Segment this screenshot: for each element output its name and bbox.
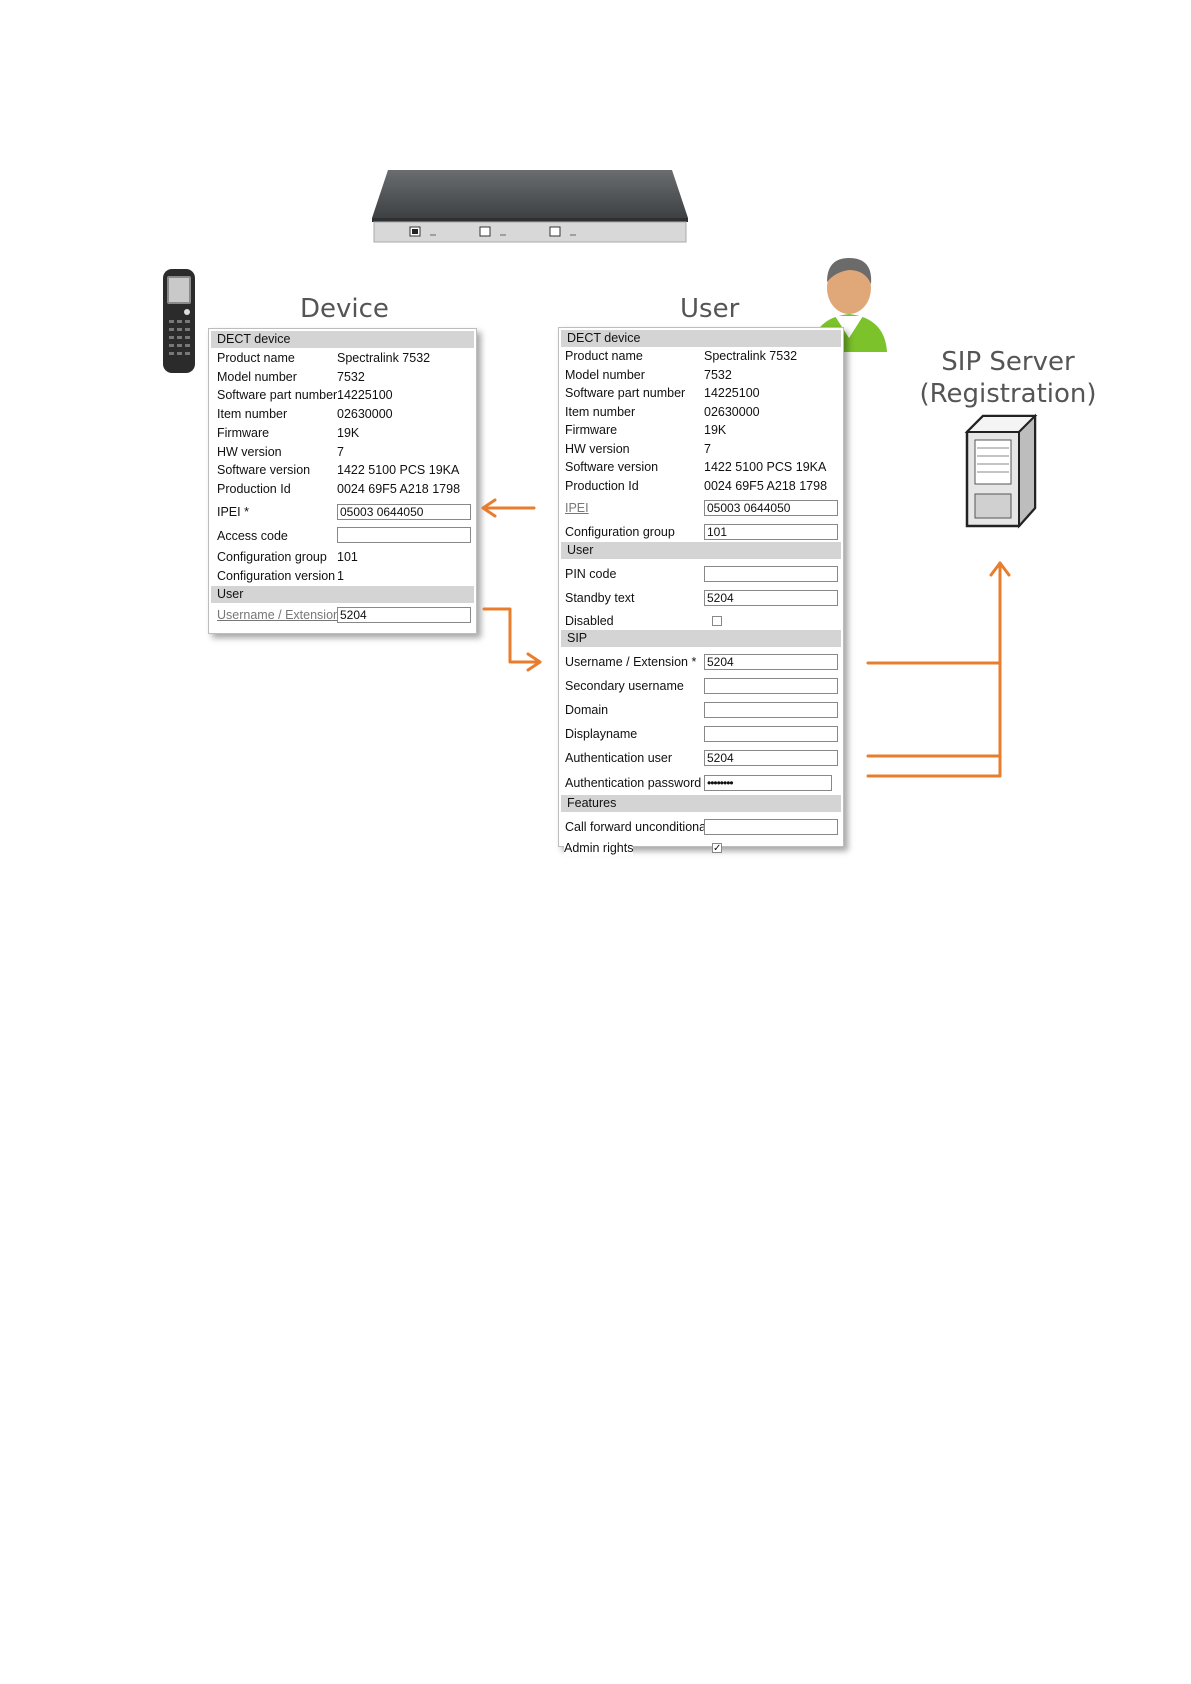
connector-arrows xyxy=(0,0,1191,900)
auth-password-connector xyxy=(868,563,1000,776)
username-arrow-line xyxy=(484,609,540,662)
